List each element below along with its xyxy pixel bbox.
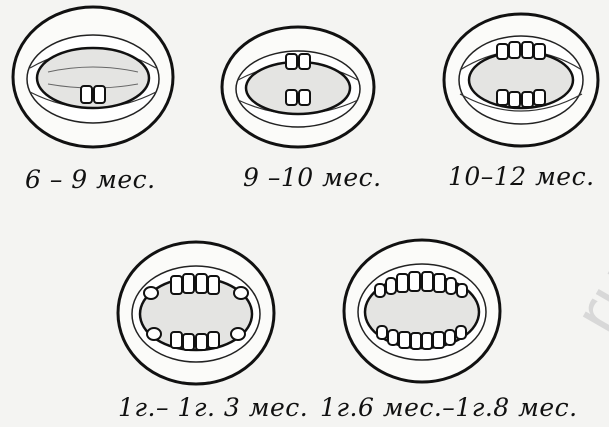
- stage-5-caption: 1г.6 мес.–1г.8 мес.: [320, 393, 578, 422]
- stage-1-caption: 6 – 9 мес.: [25, 165, 156, 194]
- mouth-two-upper-two-lower-incisors-icon: [218, 22, 378, 152]
- mouth-four-upper-four-lower-incisors-icon: [440, 10, 602, 150]
- stage-3-caption: 10–12 мес.: [448, 162, 595, 191]
- mouth-stage-3: [440, 10, 602, 150]
- watermark: ru: [560, 252, 609, 347]
- stage-2-caption: 9 –10 мес.: [243, 163, 382, 192]
- mouth-stage-2: [218, 22, 378, 152]
- stage-4-caption: 1г.– 1г. 3 мес.: [118, 393, 308, 422]
- mouth-stage-4: [114, 238, 278, 388]
- mouth-incisors-molars-canines-icon: [340, 236, 504, 386]
- mouth-stage-1: [8, 2, 178, 152]
- mouth-incisors-and-first-molars-icon: [114, 238, 278, 388]
- mouth-two-lower-incisors-icon: [8, 2, 178, 152]
- mouth-stage-5: [340, 236, 504, 386]
